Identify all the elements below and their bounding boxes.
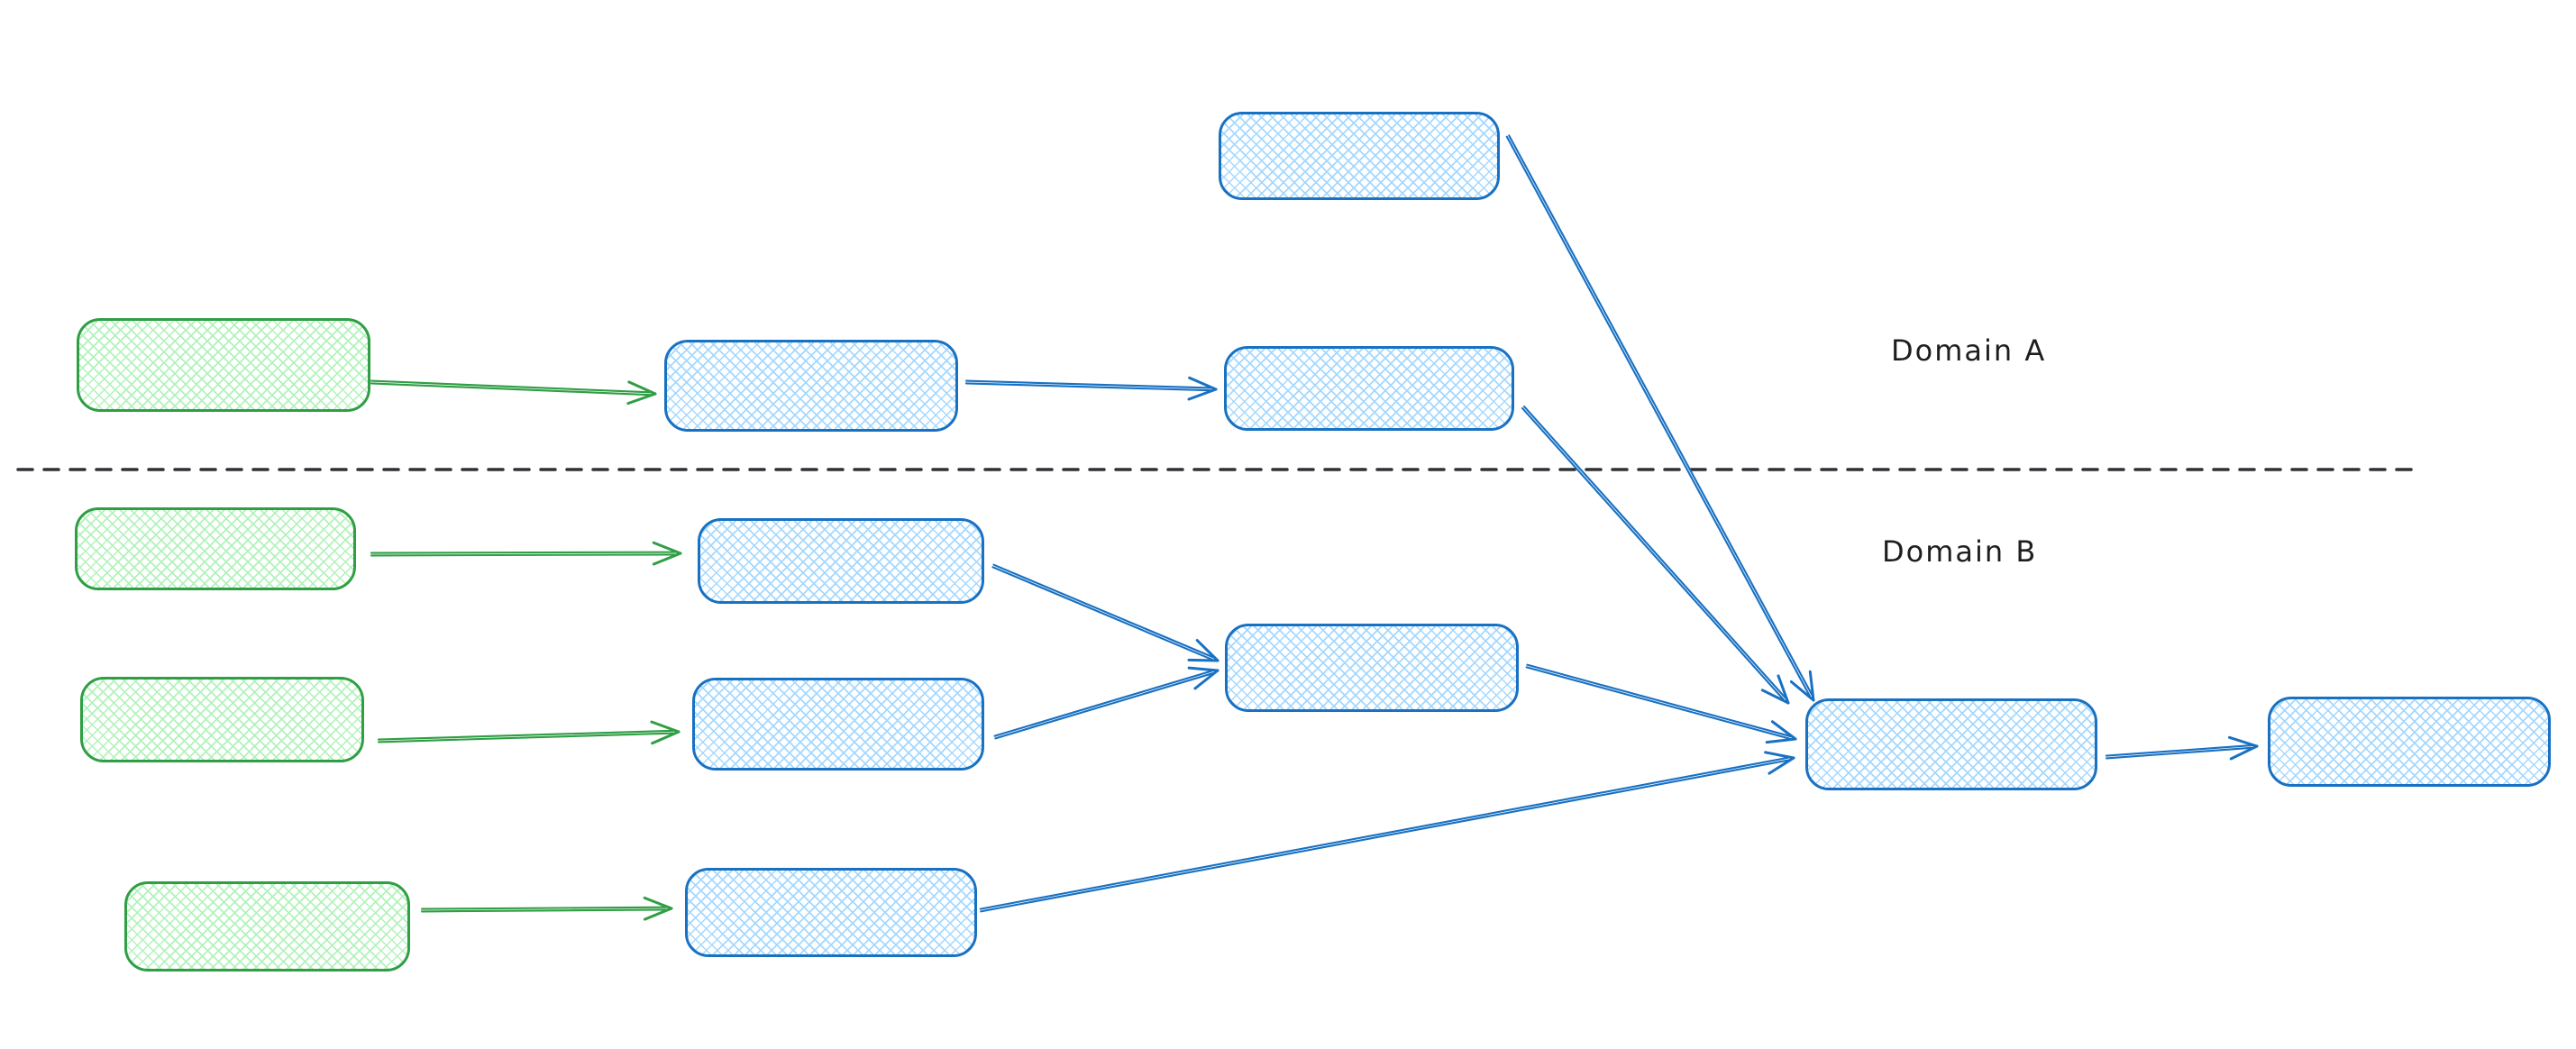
domain-b-process-3[interactable] [685, 868, 977, 957]
domain-b-process-2[interactable] [692, 678, 984, 771]
edge-b-input1-to-process1[interactable] [370, 541, 682, 566]
domain-a-process-2[interactable] [1224, 346, 1514, 431]
edge-b-join-to-merge[interactable] [1525, 663, 1797, 744]
domain-b-input-2[interactable] [80, 677, 364, 762]
edge-b-input3-to-process3[interactable] [420, 896, 673, 921]
edge-a-process2-to-merge[interactable] [1521, 406, 1790, 705]
domain-b-process-1[interactable] [698, 518, 984, 604]
edge-b-process2-to-join[interactable] [993, 666, 1219, 740]
edge-a-process1-to-process2[interactable] [964, 376, 1218, 401]
domain-a-top-process[interactable] [1219, 112, 1500, 200]
edge-merge-to-output[interactable] [2105, 735, 2259, 761]
domain-b-input-3[interactable] [124, 881, 410, 971]
domain-b-label[interactable]: Domain B [1882, 534, 2038, 569]
edge-b-process1-to-join[interactable] [991, 563, 1219, 662]
edge-b-process3-to-merge[interactable] [979, 751, 1795, 913]
domain-b-join[interactable] [1225, 624, 1519, 712]
edge-b-input2-to-process2[interactable] [377, 720, 681, 745]
domain-b-input-1[interactable] [75, 507, 356, 590]
edge-a-input-to-process1[interactable] [370, 379, 657, 406]
output-process[interactable] [2268, 697, 2551, 787]
edge-a-top-to-merge[interactable] [1505, 134, 1815, 702]
domain-a-process-1[interactable] [664, 340, 958, 432]
domain-a-label[interactable]: Domain A [1891, 333, 2047, 368]
merge-process[interactable] [1805, 698, 2097, 790]
domain-a-input[interactable] [77, 318, 370, 412]
